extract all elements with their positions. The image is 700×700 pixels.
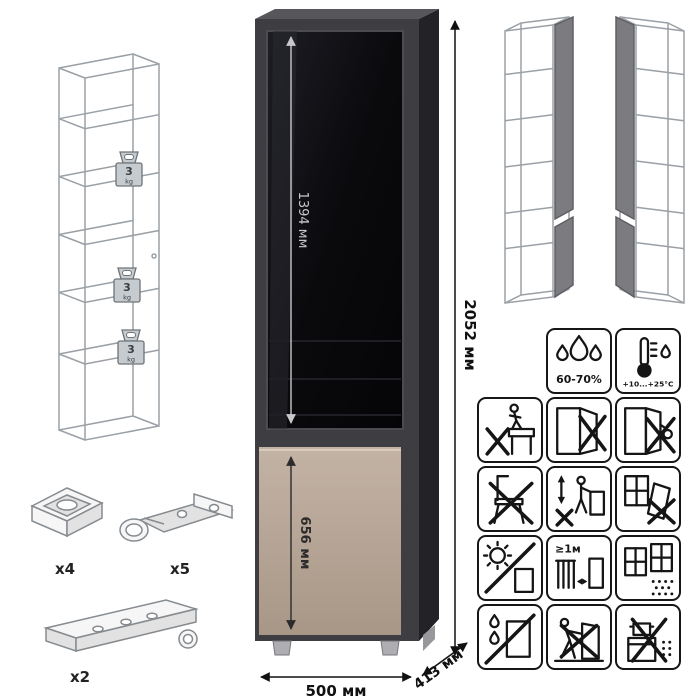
no-standing-on-top-icon [477, 397, 543, 463]
cabinet-foot [380, 640, 400, 656]
plinth-rail-icon [43, 599, 199, 653]
wireframe-door-right-option [615, 15, 685, 304]
dimension-width: 500 мм [260, 672, 412, 700]
svg-text:2052 мм: 2052 мм [461, 299, 479, 371]
svg-text:3: 3 [125, 165, 133, 178]
wireframe-door-left-option [504, 15, 574, 304]
no-hot-objects-icon [615, 604, 681, 670]
temperature-icon: +10...+25°С [615, 328, 681, 394]
no-dragging-icon [546, 604, 612, 670]
shelf-weight-icon: 3 kg [117, 329, 145, 365]
svg-text:3: 3 [123, 281, 131, 294]
dimension-depth: 413 мм [411, 642, 468, 693]
no-moisture-icon [477, 604, 543, 670]
min-1m-from-heat-icon: ≥1м [546, 535, 612, 601]
svg-text:kg: kg [125, 178, 133, 186]
svg-text:kg: kg [127, 356, 135, 364]
svg-text:kg: kg [123, 294, 131, 302]
lower-door [259, 447, 401, 635]
dimension-total-height: 2052 мм [450, 20, 479, 656]
svg-text:413 мм: 413 мм [411, 647, 467, 693]
svg-text:656 мм: 656 мм [297, 517, 312, 570]
wireframe-cabinet-weights: 3 kg 3 kg 3 kg [58, 53, 160, 441]
svg-text:+10...+25°С: +10...+25°С [623, 379, 674, 388]
tip-over-hazard-icon [615, 466, 681, 532]
wireframe-cabinet-outline [58, 53, 160, 441]
svg-text:1394 мм: 1394 мм [295, 192, 310, 249]
no-hang-on-door-icon [615, 397, 681, 463]
no-direct-sunlight-icon [477, 535, 543, 601]
hinge-count: x5 [169, 560, 191, 578]
svg-text:500 мм: 500 мм [305, 682, 366, 700]
humidity-icon: 60-70% [546, 328, 612, 394]
hinge-icon [119, 492, 235, 542]
plinth-count: x2 [69, 668, 91, 686]
dimension-lower-door-height: 656 мм [286, 456, 312, 630]
dimension-glass-door-height: 1394 мм [286, 36, 310, 424]
shelf-weight-icon: 3 kg [113, 267, 141, 303]
no-lean-on-door-icon [546, 397, 612, 463]
foot-pad-icon [30, 487, 104, 538]
svg-text:≥1м: ≥1м [555, 542, 581, 555]
care-icon-grid: 60-70% +10...+25°С [477, 328, 681, 670]
foot-pad-count: x4 [54, 560, 76, 578]
no-climb-on-chair-icon [477, 466, 543, 532]
grid-spacer [477, 328, 543, 394]
svg-text:60-70%: 60-70% [556, 373, 602, 386]
shelf-weight-icon: 3 kg [115, 151, 143, 187]
svg-text:3: 3 [127, 343, 135, 356]
cabinet-body [255, 9, 439, 656]
lift-dont-drag-icon [546, 466, 612, 532]
main-cabinet-render: 1394 мм 656 мм 2052 мм 500 мм 413 мм [255, 9, 479, 700]
dry-ventilated-room-icon [615, 535, 681, 601]
cabinet-foot [272, 640, 292, 656]
